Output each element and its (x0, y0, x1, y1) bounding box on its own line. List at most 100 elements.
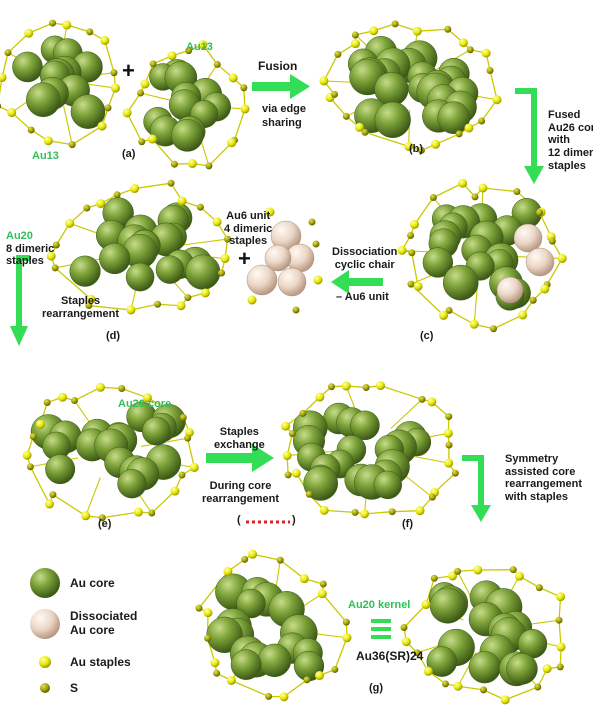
sulfur-sphere (118, 384, 126, 392)
sulfur-sphere (489, 325, 497, 333)
staple-bond (134, 182, 172, 190)
au20-core-label: Au20 core (118, 398, 172, 410)
staple-bond (324, 509, 356, 514)
staple-bond (321, 593, 347, 623)
au-staple-sphere (556, 592, 566, 602)
au-staple-sphere (184, 427, 194, 437)
staple-bond (390, 398, 423, 429)
cluster (0, 19, 120, 149)
staple-bond (252, 553, 281, 561)
staple-bond (546, 258, 563, 285)
sulfur-sphere (83, 204, 91, 212)
au20-staples-description: Au20 8 dimeric staples (6, 230, 55, 268)
sulfur-sphere (305, 490, 313, 498)
au20-kernel-label: Au20 kernel (348, 599, 411, 611)
sulfur-sphere (205, 162, 213, 170)
cluster (397, 178, 567, 333)
sulfur-sphere (184, 294, 192, 302)
dissociated-sphere (496, 276, 524, 304)
staple-bond (417, 28, 448, 32)
staples-rearrangement-description: Staples rearrangement (42, 295, 120, 320)
au-staple-sphere (500, 695, 510, 705)
sulfur-sphere (351, 31, 359, 39)
sulfur-sphere (4, 49, 12, 57)
au-staple-sphere (291, 468, 301, 478)
sulfur-sphere (407, 280, 415, 288)
au-staple-sphere (439, 310, 449, 320)
au-core-sphere (257, 643, 292, 678)
staple-bond (102, 511, 139, 519)
staple-bond (0, 77, 3, 96)
sulfur-sphere (455, 130, 463, 138)
staple-bond (85, 477, 101, 517)
au-staple-sphere (279, 692, 289, 702)
cluster (400, 565, 566, 705)
au-staple-sphere (44, 499, 54, 509)
au-core-sphere (70, 94, 106, 129)
sulfur-sphere (342, 618, 350, 626)
fused-description: Fused Au26 core with 12 dimeric staples (548, 109, 593, 172)
sulfur-sphere (43, 398, 51, 406)
staple-bond (413, 197, 434, 225)
au-staple-sphere (200, 288, 210, 298)
sulfur-sphere (185, 47, 193, 55)
sulfur-sphere (486, 66, 494, 74)
staple-bond (187, 438, 195, 468)
au-staple-sphere (142, 393, 152, 403)
sulfur-sphere (331, 665, 339, 673)
sulfur-sphere (479, 686, 487, 694)
sulfur-sphere (26, 463, 34, 471)
sulfur-sphere (556, 663, 564, 671)
panel-g: (g) (369, 682, 384, 694)
au-staple-sphere (315, 671, 325, 681)
staple-bond (364, 131, 409, 148)
sulfur-sphere (276, 556, 284, 564)
sulfur-sphere (471, 193, 479, 201)
au-staple-sphere (313, 275, 323, 285)
legend-dissociated-label: Dissociated Au core (70, 609, 138, 637)
legend-au-core-label: Au core (70, 576, 115, 590)
au-staple-sphere (130, 184, 140, 194)
sulfur-sphere (288, 430, 296, 438)
au-core-sphere (99, 242, 131, 275)
staple-bond (104, 40, 115, 73)
au-core-sphere (125, 262, 155, 292)
sulfur-sphere (430, 574, 438, 582)
plus-sign-1: + (122, 58, 135, 83)
au-core-sphere (373, 470, 402, 500)
au-staple-sphere (360, 509, 370, 519)
au-staple-sphere (97, 121, 107, 131)
au-staple-sphere (46, 251, 56, 261)
staples-exchange-description: Staples exchange (214, 426, 265, 451)
au-staple-sphere (557, 253, 567, 263)
legend-au-staples-label: Au staples (70, 655, 131, 669)
au-staple-sphere (354, 122, 364, 132)
cluster (319, 20, 502, 154)
sulfur-sphere (441, 680, 449, 688)
au-staple-sphere (22, 450, 32, 460)
sulfur-sphere (330, 90, 338, 98)
au-staple-sphere (453, 681, 463, 691)
staple-bond (434, 472, 456, 493)
au13-left-label: Au13 (32, 150, 59, 162)
sulfur-sphere (85, 302, 93, 310)
au-staple-sphere (203, 608, 213, 618)
staple-bond (334, 637, 348, 670)
sulfur-sphere (444, 25, 452, 33)
au6-unit-description: Au6 unit 4 dimeric staples (224, 210, 273, 248)
au-staple-sphere (542, 664, 552, 674)
sulfur-sphere (454, 567, 462, 575)
sulfur-sphere (224, 235, 232, 243)
au-core-sphere (442, 264, 479, 301)
sulfur-sphere (334, 50, 342, 58)
cluster (122, 40, 250, 170)
staple-bond (448, 309, 475, 325)
sulfur-sphere (218, 269, 226, 277)
sulfur-sphere (319, 580, 327, 588)
sulfur-sphere (445, 413, 453, 421)
staple-bond (88, 304, 132, 311)
staple-bond (52, 494, 87, 517)
au-staple-sphere (342, 633, 352, 643)
sulfur-sphere (213, 669, 221, 677)
au6-unit (246, 207, 323, 314)
